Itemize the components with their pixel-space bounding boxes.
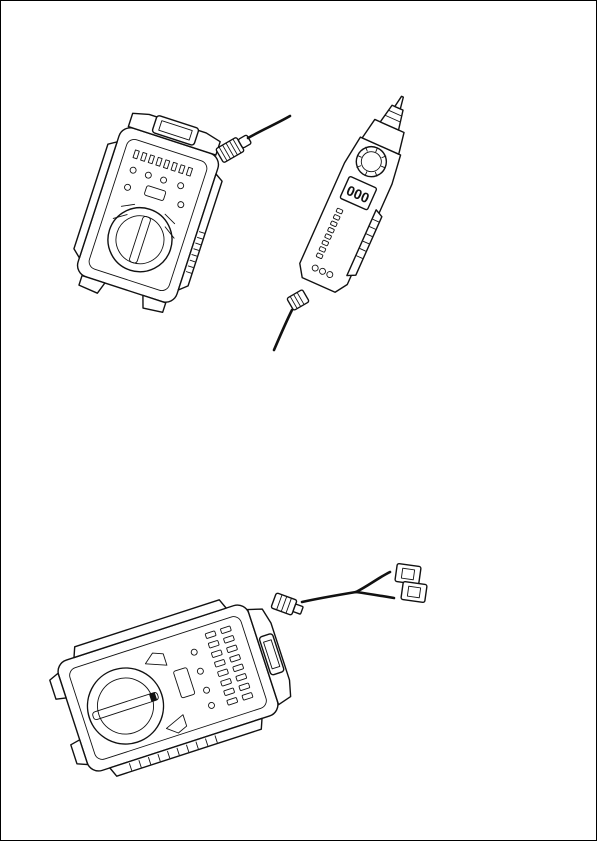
receiver-unit-icon xyxy=(63,103,235,319)
figure-bottom xyxy=(42,563,427,786)
probe-tracer-icon: 000 xyxy=(295,86,430,297)
rj45-plug-icon xyxy=(216,132,253,163)
figure-top: 000 xyxy=(63,86,430,350)
cable-splitter-icon xyxy=(302,563,427,602)
cable-top-right xyxy=(274,310,292,350)
receiver-unit-icon xyxy=(42,587,301,787)
cable-top-left xyxy=(248,116,290,138)
rj45-plug-icon xyxy=(287,289,310,310)
rj11-plug-icon xyxy=(271,593,305,618)
